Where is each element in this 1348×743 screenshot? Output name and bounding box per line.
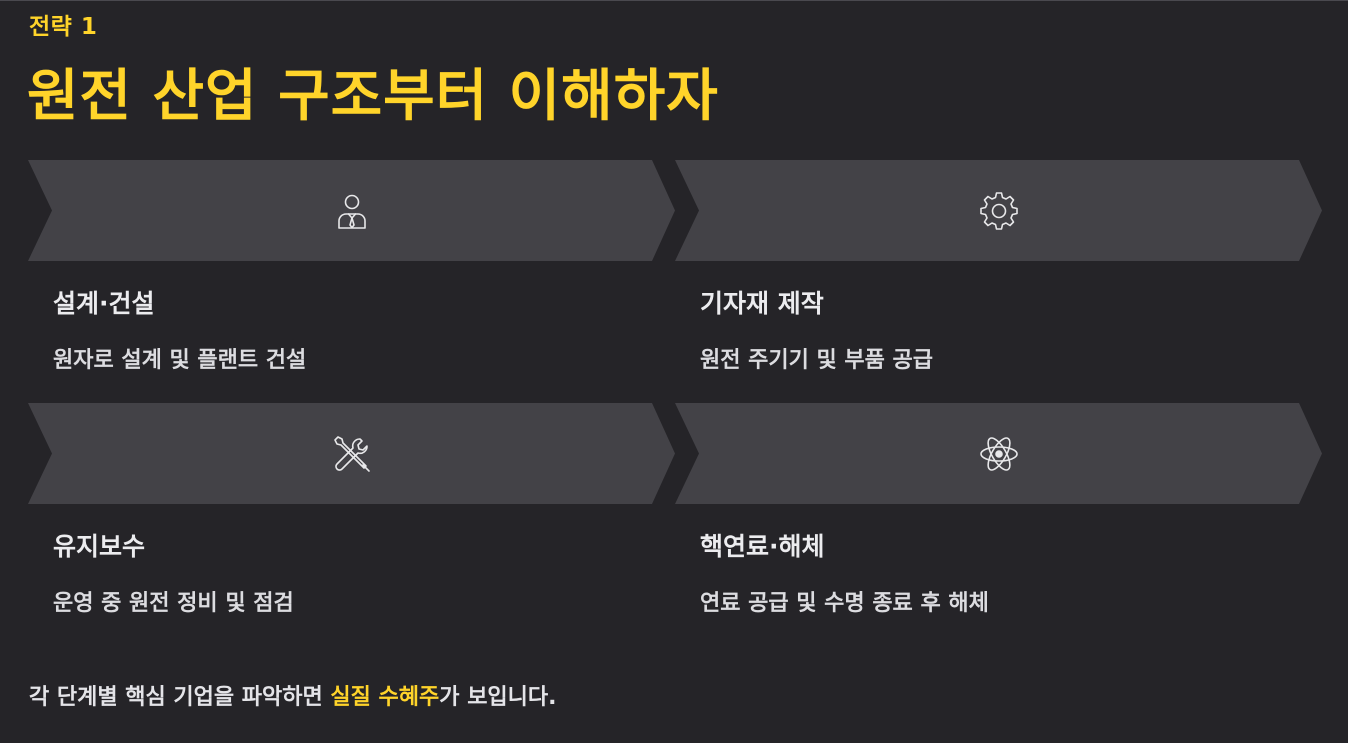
card-title: 핵연료·해체 — [700, 532, 825, 561]
tools-icon — [332, 434, 372, 474]
footer-text-after: 가 보입니다. — [439, 685, 557, 710]
card-description: 연료 공급 및 수명 종료 후 해체 — [700, 591, 989, 616]
card-title: 설계·건설 — [53, 289, 155, 318]
footer-highlight: 실질 수혜주 — [330, 685, 440, 710]
strategy-label: 전략 1 — [29, 14, 98, 40]
atom-icon — [979, 434, 1019, 474]
footer-note: 각 단계별 핵심 기업을 파악하면 실질 수혜주가 보입니다. — [29, 679, 557, 711]
card-equipment-manufacturing: 기자재 제작 원전 주기기 및 부품 공급 — [675, 160, 1322, 373]
card-title: 유지보수 — [53, 532, 146, 561]
gear-icon — [979, 191, 1019, 231]
footer-text-before: 각 단계별 핵심 기업을 파악하면 — [29, 685, 331, 710]
card-banner — [28, 403, 675, 504]
card-title: 기자재 제작 — [700, 289, 824, 318]
card-description: 원자로 설계 및 플랜트 건설 — [53, 348, 307, 373]
card-description: 운영 중 원전 정비 및 점검 — [53, 591, 294, 616]
card-nuclear-fuel-decommissioning: 핵연료·해체 연료 공급 및 수명 종료 후 해체 — [675, 403, 1322, 616]
card-design-construction: 설계·건설 원자로 설계 및 플랜트 건설 — [28, 160, 675, 373]
card-maintenance: 유지보수 운영 중 원전 정비 및 점검 — [28, 403, 675, 616]
business-person-icon — [332, 191, 372, 231]
page-title: 원전 산업 구조부터 이해하자 — [27, 64, 719, 129]
card-banner — [675, 160, 1322, 261]
card-description: 원전 주기기 및 부품 공급 — [700, 348, 934, 373]
card-banner — [28, 160, 675, 261]
card-banner — [675, 403, 1322, 504]
